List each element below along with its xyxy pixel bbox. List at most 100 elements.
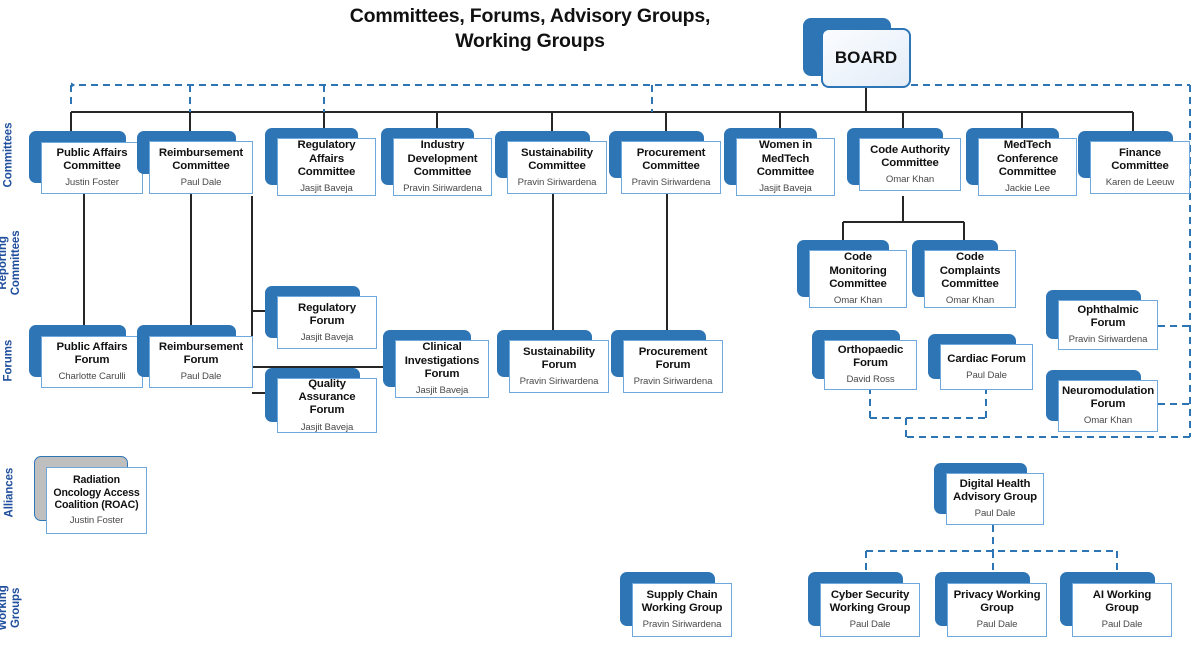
node-card: Procurement Committee Pravin Siriwardena [621, 141, 721, 194]
node-owner: Justin Foster [65, 177, 119, 189]
node-neuromodulation-forum[interactable]: Neuromodulation Forum Omar Khan [1046, 370, 1158, 432]
node-owner: Pravin Siriwardena [642, 619, 722, 631]
node-card: Code Authority Committee Omar Khan [859, 138, 961, 191]
node-owner: Pravin Siriwardena [1068, 334, 1148, 346]
node-title: Quality Assurance Forum [298, 377, 356, 417]
node-title: Ophthalmic Forum [1077, 304, 1139, 330]
node-title: Code Authority Committee [870, 143, 950, 169]
node-card: Reimbursement Forum Paul Dale [149, 336, 253, 388]
node-title: Industry Development Committee [407, 139, 478, 178]
node-card: Clinical Investigations Forum Jasjit Bav… [395, 340, 489, 398]
node-title: Women in MedTech Committee [756, 139, 815, 178]
band-label-reporting-committees: Reporting Committees [0, 230, 22, 296]
node-title: Sustainability Forum [523, 345, 595, 371]
node-regulatory-affairs-committee[interactable]: Regulatory Affairs Committee Jasjit Bave… [265, 128, 376, 196]
node-women-in-medtech-committee[interactable]: Women in MedTech Committee Jasjit Baveja [724, 128, 835, 196]
node-card: Ophthalmic Forum Pravin Siriwardena [1058, 300, 1158, 350]
node-card: Quality Assurance Forum Jasjit Baveja [277, 378, 377, 433]
node-card: Cyber Security Working Group Paul Dale [820, 583, 920, 637]
node-owner: Paul Dale [849, 619, 891, 631]
node-title: Digital Health Advisory Group [953, 478, 1037, 504]
node-owner: David Ross [846, 374, 895, 386]
node-owner: Paul Dale [180, 176, 222, 188]
node-card: Neuromodulation Forum Omar Khan [1058, 380, 1158, 432]
node-reimbursement-committee[interactable]: Reimbursement Committee Paul Dale [137, 131, 253, 194]
band-label-alliances: Alliances [3, 467, 16, 518]
node-owner: Karen de Leeuw [1105, 176, 1175, 188]
node-card: Sustainability Forum Pravin Siriwardena [509, 340, 609, 393]
node-card: Orthopaedic Forum David Ross [824, 340, 917, 390]
node-board[interactable]: BOARD [803, 18, 911, 88]
node-quality-assurance-forum[interactable]: Quality Assurance Forum Jasjit Baveja [265, 368, 377, 433]
node-owner: Jasjit Baveja [300, 421, 354, 433]
node-reimbursement-forum[interactable]: Reimbursement Forum Paul Dale [137, 325, 253, 388]
node-owner: Pravin Siriwardena [633, 375, 713, 387]
node-owner: Justin Foster [69, 515, 124, 527]
node-code-authority-committee[interactable]: Code Authority Committee Omar Khan [847, 128, 961, 196]
band-label-committees: Committees [2, 122, 15, 188]
node-regulatory-forum[interactable]: Regulatory Forum Jasjit Baveja [265, 286, 377, 349]
node-title: Radiation Oncology Access Coalition (ROA… [53, 474, 140, 511]
node-clinical-investigations-forum[interactable]: Clinical Investigations Forum Jasjit Bav… [383, 330, 489, 398]
node-procurement-forum[interactable]: Procurement Forum Pravin Siriwardena [611, 330, 723, 393]
node-title: Finance Committee [1111, 146, 1169, 172]
node-title: AI Working Group [1092, 589, 1152, 615]
node-title: Regulatory Forum [298, 301, 356, 327]
node-title: Cardiac Forum [947, 352, 1026, 365]
node-title: BOARD [834, 48, 898, 68]
node-card: MedTech Conference Committee Jackie Lee [978, 138, 1077, 196]
node-medtech-conference-committee[interactable]: MedTech Conference Committee Jackie Lee [966, 128, 1077, 196]
node-card: Radiation Oncology Access Coalition (ROA… [46, 467, 147, 534]
node-title: Procurement Forum [638, 345, 708, 371]
node-cyber-security-working-group[interactable]: Cyber Security Working Group Paul Dale [808, 572, 920, 637]
page-title: Committees, Forums, Advisory Groups, Wor… [349, 5, 711, 53]
node-card: Procurement Forum Pravin Siriwardena [623, 340, 723, 393]
node-orthopaedic-forum[interactable]: Orthopaedic Forum David Ross [812, 330, 917, 390]
node-digital-health-advisory-group[interactable]: Digital Health Advisory Group Paul Dale [934, 463, 1044, 525]
node-cardiac-forum[interactable]: Cardiac Forum Paul Dale [928, 334, 1033, 390]
node-owner: Paul Dale [1101, 619, 1143, 631]
node-card: Regulatory Forum Jasjit Baveja [277, 296, 377, 349]
node-card: Sustainability Committee Pravin Siriward… [507, 141, 607, 194]
node-ophthalmic-forum[interactable]: Ophthalmic Forum Pravin Siriwardena [1046, 290, 1158, 350]
node-title: Orthopaedic Forum [837, 344, 904, 370]
node-public-affairs-forum[interactable]: Public Affairs Forum Charlotte Carulli [29, 325, 143, 388]
node-title: Regulatory Affairs Committee [297, 139, 356, 178]
node-card: Industry Development Committee Pravin Si… [393, 138, 492, 196]
node-title: Reimbursement Forum [158, 341, 244, 367]
node-owner: Omar Khan [1083, 415, 1133, 427]
node-supply-chain-working-group[interactable]: Supply Chain Working Group Pravin Siriwa… [620, 572, 732, 637]
node-title: Procurement Committee [636, 146, 706, 172]
node-ai-working-group[interactable]: AI Working Group Paul Dale [1060, 572, 1172, 637]
node-sustainability-committee[interactable]: Sustainability Committee Pravin Siriward… [495, 131, 607, 194]
node-public-affairs-committee[interactable]: Public Affairs Committee Justin Foster [29, 131, 143, 194]
node-owner: Omar Khan [885, 173, 935, 185]
node-code-complaints-committee[interactable]: Code Complaints Committee Omar Khan [912, 240, 1016, 308]
node-owner: Pravin Siriwardena [631, 176, 711, 188]
node-title: Neuromodulation Forum [1061, 385, 1155, 411]
node-card: Cardiac Forum Paul Dale [940, 344, 1033, 390]
node-finance-committee[interactable]: Finance Committee Karen de Leeuw [1078, 131, 1190, 194]
node-card: Code Monitoring Committee Omar Khan [809, 250, 907, 308]
band-label-working-groups: Working Groups [0, 585, 22, 631]
node-card: Women in MedTech Committee Jasjit Baveja [736, 138, 835, 196]
node-code-monitoring-committee[interactable]: Code Monitoring Committee Omar Khan [797, 240, 907, 308]
node-owner: Jasjit Baveja [415, 385, 469, 397]
node-title: Cyber Security Working Group [829, 589, 911, 615]
node-owner: Omar Khan [945, 295, 995, 307]
node-privacy-working-group[interactable]: Privacy Working Group Paul Dale [935, 572, 1047, 637]
node-card: Regulatory Affairs Committee Jasjit Bave… [277, 138, 376, 196]
node-owner: Pravin Siriwardena [403, 183, 482, 195]
node-procurement-committee[interactable]: Procurement Committee Pravin Siriwardena [609, 131, 721, 194]
node-owner: Paul Dale [180, 371, 222, 383]
node-radiation-oncology-access-coalition[interactable]: Radiation Oncology Access Coalition (ROA… [34, 456, 147, 534]
node-title: Reimbursement Committee [158, 146, 244, 172]
node-title: Sustainability Committee [521, 146, 593, 172]
node-industry-development-committee[interactable]: Industry Development Committee Pravin Si… [381, 128, 492, 196]
node-card: AI Working Group Paul Dale [1072, 583, 1172, 637]
node-card: Code Complaints Committee Omar Khan [924, 250, 1016, 308]
node-card: Supply Chain Working Group Pravin Siriwa… [632, 583, 732, 637]
node-sustainability-forum[interactable]: Sustainability Forum Pravin Siriwardena [497, 330, 609, 393]
node-owner: Charlotte Carulli [58, 371, 126, 383]
